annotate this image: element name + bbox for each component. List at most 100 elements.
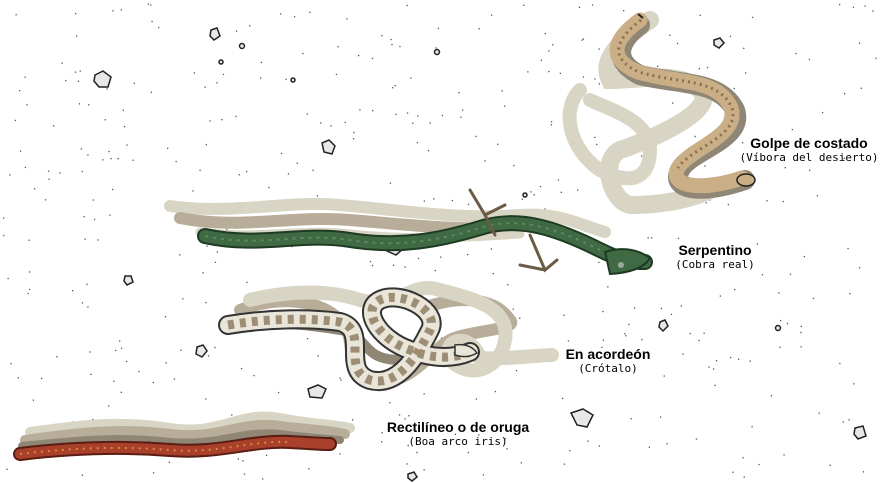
sand-speck (19, 90, 20, 91)
sand-speck (657, 66, 658, 67)
sand-speck (519, 318, 520, 319)
sand-speck (452, 200, 453, 201)
sand-speck (309, 12, 310, 13)
sand-speck (479, 28, 480, 29)
sand-speck (631, 418, 632, 419)
sand-speck (86, 284, 87, 285)
sand-speck (624, 333, 625, 334)
sand-speck (87, 306, 88, 307)
sand-speck (317, 195, 318, 196)
sand-speck (28, 293, 29, 294)
sand-speck (780, 320, 781, 321)
sand-speck (771, 395, 772, 396)
sand-speck (700, 15, 701, 16)
sand-speck (246, 171, 247, 172)
sand-speck (49, 179, 50, 180)
sand-speck (353, 138, 354, 139)
sand-speck (59, 172, 60, 173)
sand-speck (504, 106, 505, 107)
sand-speck (751, 426, 752, 427)
sand-speck (205, 398, 206, 399)
sand-speck (165, 316, 166, 317)
sand-speck (15, 120, 16, 121)
sand-speck (408, 415, 409, 416)
sand-speck (467, 254, 468, 255)
sand-speck (513, 309, 514, 310)
sand-speck (268, 187, 269, 188)
sand-speck (648, 237, 649, 238)
sand-speck (167, 148, 168, 149)
sand-speck (849, 293, 850, 294)
sand-speck (551, 124, 552, 125)
sand-speck (405, 266, 406, 267)
sand-speck (440, 257, 441, 258)
sand-speck (859, 43, 860, 44)
sand-speck (587, 441, 588, 442)
sand-speck (94, 219, 95, 220)
sand-speck (548, 71, 549, 72)
sand-speck (745, 72, 746, 73)
sand-speck (623, 10, 624, 11)
sand-speck (336, 74, 337, 75)
sand-speck (339, 453, 340, 454)
snake-species: (Cobra real) (650, 258, 780, 271)
king-cobra-snake (170, 190, 650, 274)
sand-speck (534, 194, 535, 195)
sand-speck (182, 298, 183, 299)
sand-speck (209, 120, 210, 121)
sand-speck (720, 295, 721, 296)
sand-speck (822, 112, 823, 113)
sand-speck (728, 204, 729, 205)
sand-speck (475, 136, 476, 137)
sand-speck (430, 122, 431, 123)
sand-speck (372, 110, 373, 111)
sand-speck (16, 14, 17, 15)
sand-speck (330, 125, 331, 126)
sand-speck (660, 417, 661, 418)
sand-speck (458, 92, 459, 93)
sand-speck (734, 88, 735, 89)
sand-speck (560, 73, 561, 74)
sand-speck (844, 93, 845, 94)
sand-speck (513, 165, 514, 166)
sand-speck (115, 350, 116, 351)
sand-speck (112, 189, 113, 190)
sand-speck (107, 88, 108, 89)
sand-speck (863, 471, 864, 472)
sand-speck (56, 356, 57, 357)
sand-speck (562, 398, 563, 399)
sand-speck (418, 258, 419, 259)
sand-speck (678, 238, 679, 239)
sand-speck (592, 4, 593, 5)
sand-speck (651, 237, 652, 238)
sand-speck (661, 308, 662, 309)
sand-speck (707, 67, 708, 68)
sand-speck (564, 464, 565, 465)
sand-speck (75, 13, 76, 14)
sand-speck (778, 292, 779, 293)
sand-speck (390, 39, 391, 40)
sand-speck (599, 445, 600, 446)
sand-speck (410, 78, 411, 79)
sand-speck (108, 405, 109, 406)
sand-speck (730, 357, 731, 358)
sand-speck (787, 323, 788, 324)
sand-speck (548, 50, 549, 51)
sand-speck (78, 81, 79, 82)
sand-speck (29, 240, 30, 241)
sand-speck (801, 326, 802, 327)
sand-speck (370, 261, 371, 262)
sand-speck (307, 113, 308, 114)
sand-speck (339, 377, 340, 378)
snake-species: (Crótalo) (548, 362, 668, 375)
sand-speck (819, 413, 820, 414)
sand-speck (29, 271, 30, 272)
sand-speck (132, 160, 133, 161)
sand-speck (302, 53, 303, 54)
sand-speck (231, 414, 232, 415)
sand-speck (681, 305, 682, 306)
sand-speck (695, 136, 696, 137)
sand-speck (813, 298, 814, 299)
sand-speck (352, 419, 353, 420)
